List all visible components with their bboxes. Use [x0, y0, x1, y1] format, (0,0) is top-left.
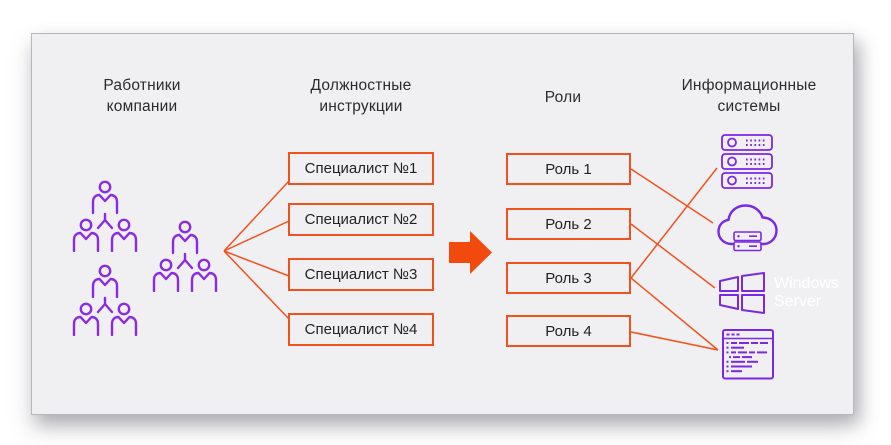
role-box-4: Роль 4 — [506, 315, 631, 347]
specialist-box-2: Специалист №2 — [288, 203, 434, 236]
role-box-1: Роль 1 — [506, 153, 631, 185]
role-box-2: Роль 2 — [506, 208, 631, 240]
code-window-icon — [722, 329, 774, 380]
connector-lines — [223, 167, 719, 351]
windows-logo-icon — [719, 272, 765, 314]
server-rack-icon — [721, 134, 773, 189]
specialist-box-4: Специалист №4 — [288, 313, 434, 346]
header-roles: Роли — [544, 89, 582, 106]
specialist-box-1: Специалист №1 — [288, 152, 434, 185]
windows-server-label: Windows Server — [774, 275, 839, 310]
arrow-right-icon — [449, 231, 492, 274]
cloud-server-icon — [717, 204, 778, 252]
header-systems: Информационные системы — [681, 77, 817, 115]
specialist-box-3: Специалист №3 — [288, 258, 434, 291]
header-job-descriptions: Должностные инструкции — [310, 77, 412, 115]
role-box-3: Роль 3 — [506, 262, 631, 294]
header-employees: Работники компании — [103, 77, 181, 115]
diagram-panel: Работники компании Должностные инструкци… — [31, 33, 854, 415]
